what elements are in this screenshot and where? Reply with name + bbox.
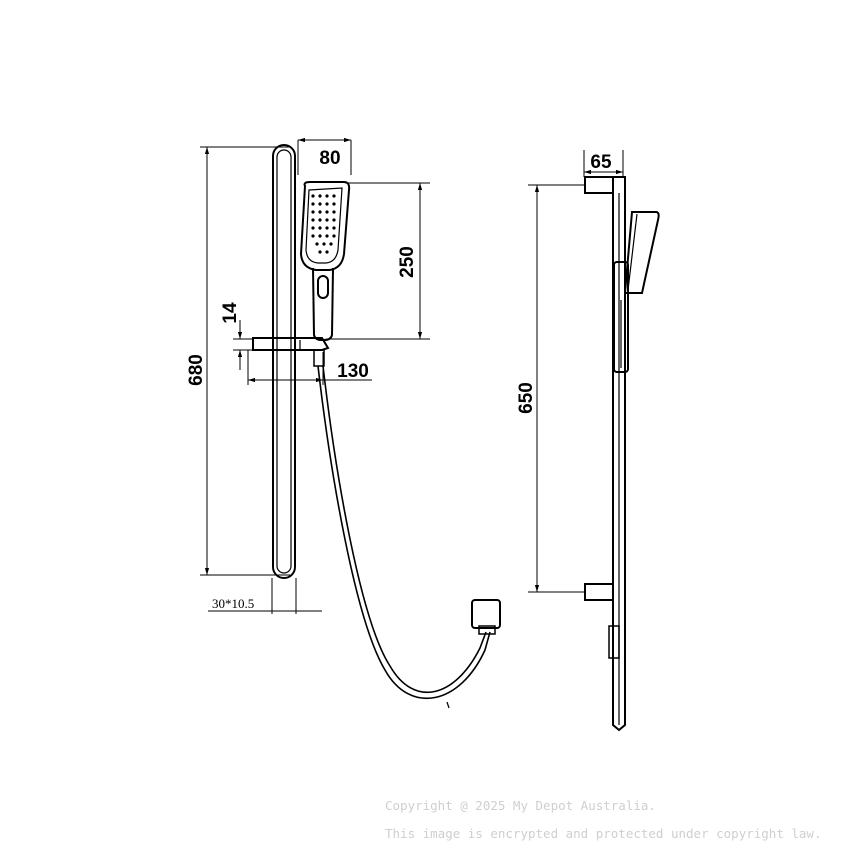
watermark-line-1: Copyright @ 2025 My Depot Australia. — [385, 798, 656, 813]
side-depth-label: 65 — [590, 152, 612, 173]
bracket-projection-label: 130 — [337, 361, 369, 382]
dimension-bracket-projection: 130 — [247, 350, 372, 385]
sliding-bracket — [252, 337, 330, 367]
hand-shower-head — [299, 181, 351, 341]
dimension-bracket-thickness: 14 — [220, 302, 253, 370]
side-hand-shower — [613, 211, 660, 373]
dimension-head-length: 250 — [330, 182, 430, 340]
rail-section-label: 30*10.5 — [212, 596, 254, 611]
copyright-watermark: Copyright @ 2025 My Depot Australia. Thi… — [385, 798, 822, 841]
dimension-head-width: 80 — [297, 137, 352, 175]
dimension-side-bracket-spacing: 650 — [516, 184, 585, 593]
watermark-line-2: This image is encrypted and protected un… — [385, 826, 822, 841]
spray-nozzles — [311, 194, 336, 254]
slide-rail — [272, 144, 296, 579]
head-length-label: 250 — [397, 246, 418, 278]
side-view: 65 650 — [516, 150, 660, 732]
dimension-rail-height: 680 — [186, 146, 290, 576]
bracket-thickness-label: 14 — [220, 302, 241, 324]
front-view: 680 80 250 14 — [186, 137, 501, 709]
rail-height-label: 680 — [186, 354, 207, 386]
shower-hose — [317, 365, 491, 709]
wall-outlet-elbow — [471, 599, 501, 635]
side-top-bracket — [584, 176, 614, 194]
dimension-side-depth: 65 — [583, 150, 624, 177]
side-bracket-spacing-label: 650 — [516, 382, 537, 414]
head-width-label: 80 — [319, 148, 340, 169]
dimension-rail-section: 30*10.5 — [208, 578, 322, 614]
